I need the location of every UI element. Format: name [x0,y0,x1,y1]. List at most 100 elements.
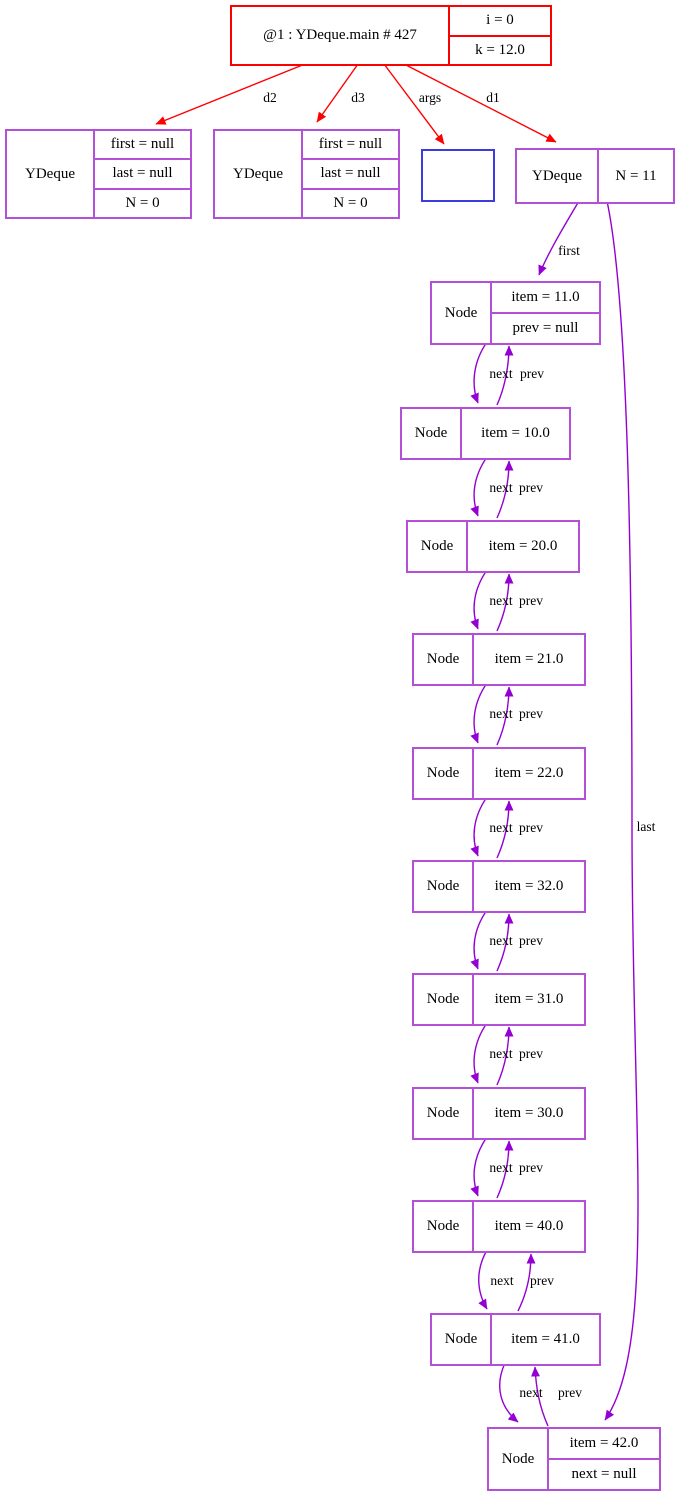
node-box-9: Node item = 41.0 [430,1313,601,1366]
edge-d2 [155,63,306,125]
node-6-type: Node [414,975,474,1024]
edge-label-prev-9: prev [558,1385,582,1400]
node-box-8: Node item = 40.0 [412,1200,586,1253]
edge-label-prev-6: prev [519,1046,543,1061]
edge-label-d3: d3 [351,90,365,105]
node-box-0: Node item = 11.0 prev = null [430,281,601,345]
ydeque-d2-first: first = null [95,131,190,161]
edge-next-1 [470,456,488,517]
args-array-box [421,149,495,202]
node-6-item: item = 31.0 [494,991,564,1007]
node-box-6: Node item = 31.0 [412,973,586,1026]
node-4-item: item = 22.0 [494,765,564,781]
node-box-4: Node item = 22.0 [412,747,586,800]
edge-label-prev-5: prev [519,933,543,948]
edge-last [604,200,639,1421]
edge-label-next-5: next [489,933,513,948]
edge-next-0 [470,341,488,404]
node-8-item: item = 40.0 [494,1218,564,1234]
ydeque-d2-last: last = null [95,160,190,190]
edge-label-prev-4: prev [519,820,543,835]
edge-label-next-9: next [519,1385,543,1400]
edge-prev-7 [496,1140,514,1199]
node-0-item: item = 11.0 [492,283,599,314]
edge-d3 [316,63,359,123]
ydeque-d1-box: YDeque N = 11 [515,148,675,204]
ydeque-d3-last: last = null [303,160,398,190]
ydeque-d3-first: first = null [303,131,398,161]
ydeque-d1-type: YDeque [517,150,599,202]
node-4-type: Node [414,749,474,798]
edge-label-args: args [418,90,442,105]
edge-label-next-3: next [489,706,513,721]
node-0-type: Node [432,283,492,343]
edge-label-last: last [636,819,656,834]
ydeque-d2-n: N = 0 [125,194,160,211]
edge-next-7 [470,1136,488,1197]
frame-var-i: i = 0 [450,7,550,37]
edge-label-prev-3: prev [519,706,543,721]
node-9-type: Node [432,1315,492,1364]
edge-prev-4 [496,800,514,859]
edge-next-5 [470,909,488,970]
edge-next-8 [478,1249,488,1310]
ydeque-d3-box: YDeque first = null last = null N = 0 [213,129,400,219]
edge-prev-8 [517,1253,536,1312]
frame-var-k: k = 12.0 [475,41,525,58]
edge-args [383,63,445,145]
node-7-type: Node [414,1089,474,1138]
edge-prev-2 [496,573,514,632]
node-box-2: Node item = 20.0 [406,520,580,573]
node-3-item: item = 21.0 [494,651,564,667]
node-8-type: Node [414,1202,474,1251]
edge-label-next-6: next [489,1046,513,1061]
edge-next-3 [470,682,488,744]
ydeque-d2-box: YDeque first = null last = null N = 0 [5,129,192,219]
node-1-item: item = 10.0 [481,425,550,441]
edge-label-prev-7: prev [519,1160,543,1175]
edge-prev-0 [496,345,514,406]
edge-label-prev-1: prev [519,480,543,495]
edge-label-next-2: next [489,593,513,608]
node-10-item: item = 42.0 [549,1429,659,1460]
edge-first [538,200,580,276]
edge-label-first: first [558,243,580,258]
node-7-item: item = 30.0 [494,1105,564,1121]
ydeque-d1-n: N = 11 [615,167,657,184]
edge-d1 [403,63,557,143]
node-box-5: Node item = 32.0 [412,860,586,913]
edge-label-next-8: next [490,1273,514,1288]
ydeque-d2-type: YDeque [7,131,95,217]
stack-edges [155,63,557,145]
node-5-type: Node [414,862,474,911]
frame-label: @1 : YDeque.main # 427 [232,7,450,64]
edge-prev-9 [531,1366,549,1427]
edge-next-6 [470,1022,488,1084]
edge-prev-3 [496,686,514,746]
edge-next-9 [499,1362,519,1423]
edge-label-next-7: next [489,1160,513,1175]
ydeque-d3-n: N = 0 [333,194,368,211]
node-10-type: Node [489,1429,549,1489]
edge-label-prev-2: prev [519,593,543,608]
node-5-item: item = 32.0 [494,878,564,894]
node-9-item: item = 41.0 [511,1331,580,1347]
args-empty-cell [423,151,493,200]
node-2-type: Node [408,522,468,571]
node-1-type: Node [402,409,462,458]
edge-label-next-1: next [489,480,513,495]
node-box-1: Node item = 10.0 [400,407,571,460]
node-box-7: Node item = 30.0 [412,1087,586,1140]
edge-prev-6 [496,1026,514,1086]
reference-edges [470,200,639,1427]
ydeque-d3-type: YDeque [215,131,303,217]
edge-next-2 [470,569,488,630]
edge-label-d2: d2 [263,90,277,105]
node-3-type: Node [414,635,474,684]
node-0-prev: prev = null [512,320,579,336]
edge-label-d1: d1 [486,90,500,105]
node-box-3: Node item = 21.0 [412,633,586,686]
edge-label-prev-8: prev [530,1273,554,1288]
